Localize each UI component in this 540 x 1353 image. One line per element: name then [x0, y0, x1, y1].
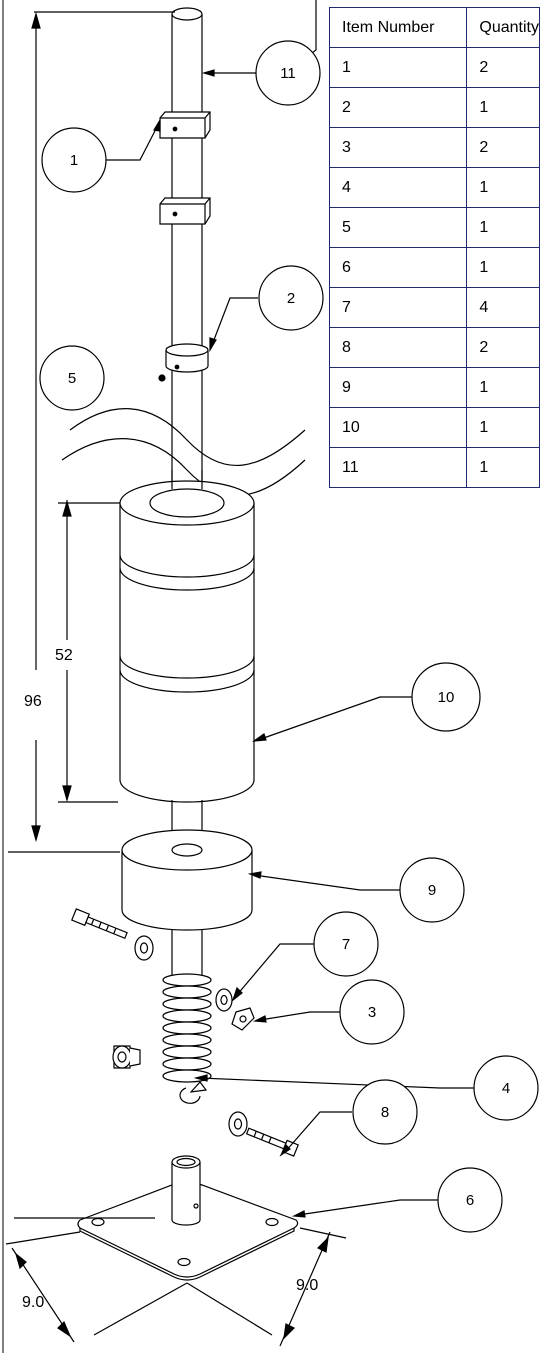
bom-item-number: 3: [329, 127, 468, 168]
bom-quantity: 1: [466, 407, 540, 448]
balloon-10: 10: [438, 689, 455, 706]
balloon-7: 7: [342, 936, 350, 953]
dimension-plate-left: 9.0: [22, 1294, 44, 1311]
bom-item-number: 8: [329, 327, 468, 368]
bom-item-number: 11: [329, 447, 468, 488]
balloon-6: 6: [466, 1192, 474, 1209]
dimension-overall-height: 96: [24, 693, 42, 710]
balloon-2: 2: [287, 290, 295, 307]
bom-quantity: 1: [466, 447, 540, 488]
bom-item-number: 1: [329, 47, 468, 88]
balloon-11: 11: [280, 65, 296, 82]
bom-item-number: 6: [329, 247, 468, 288]
bom-quantity: 1: [466, 367, 540, 408]
balloon-9: 9: [428, 882, 436, 899]
bom-header-item-number: Item Number: [329, 7, 468, 48]
bom-quantity: 4: [466, 287, 540, 328]
bom-quantity: 1: [466, 247, 540, 288]
dimension-plate-right: 9.0: [296, 1277, 318, 1294]
bom-quantity: 1: [466, 207, 540, 248]
bom-item-number: 7: [329, 287, 468, 328]
bom-item-number: 2: [329, 87, 468, 128]
bom-quantity: 1: [466, 167, 540, 208]
balloon-3: 3: [368, 1004, 376, 1021]
bom-item-number: 9: [329, 367, 468, 408]
balloon-5: 5: [68, 370, 76, 387]
balloon-1: 1: [70, 152, 78, 169]
bom-quantity: 2: [466, 127, 540, 168]
balloon-8: 8: [381, 1104, 389, 1121]
balloon-4: 4: [502, 1080, 510, 1097]
bom-header-row: Item Number Quantity: [329, 7, 540, 48]
bom-quantity: 1: [466, 87, 540, 128]
bom-item-number: 10: [329, 407, 468, 448]
bom-quantity: 2: [466, 327, 540, 368]
bom-item-number: 4: [329, 167, 468, 208]
bom-quantity: 2: [466, 47, 540, 88]
bom-item-number: 5: [329, 207, 468, 248]
dimension-weight-height: 52: [55, 647, 73, 664]
bom-header-quantity: Quantity: [466, 7, 540, 48]
